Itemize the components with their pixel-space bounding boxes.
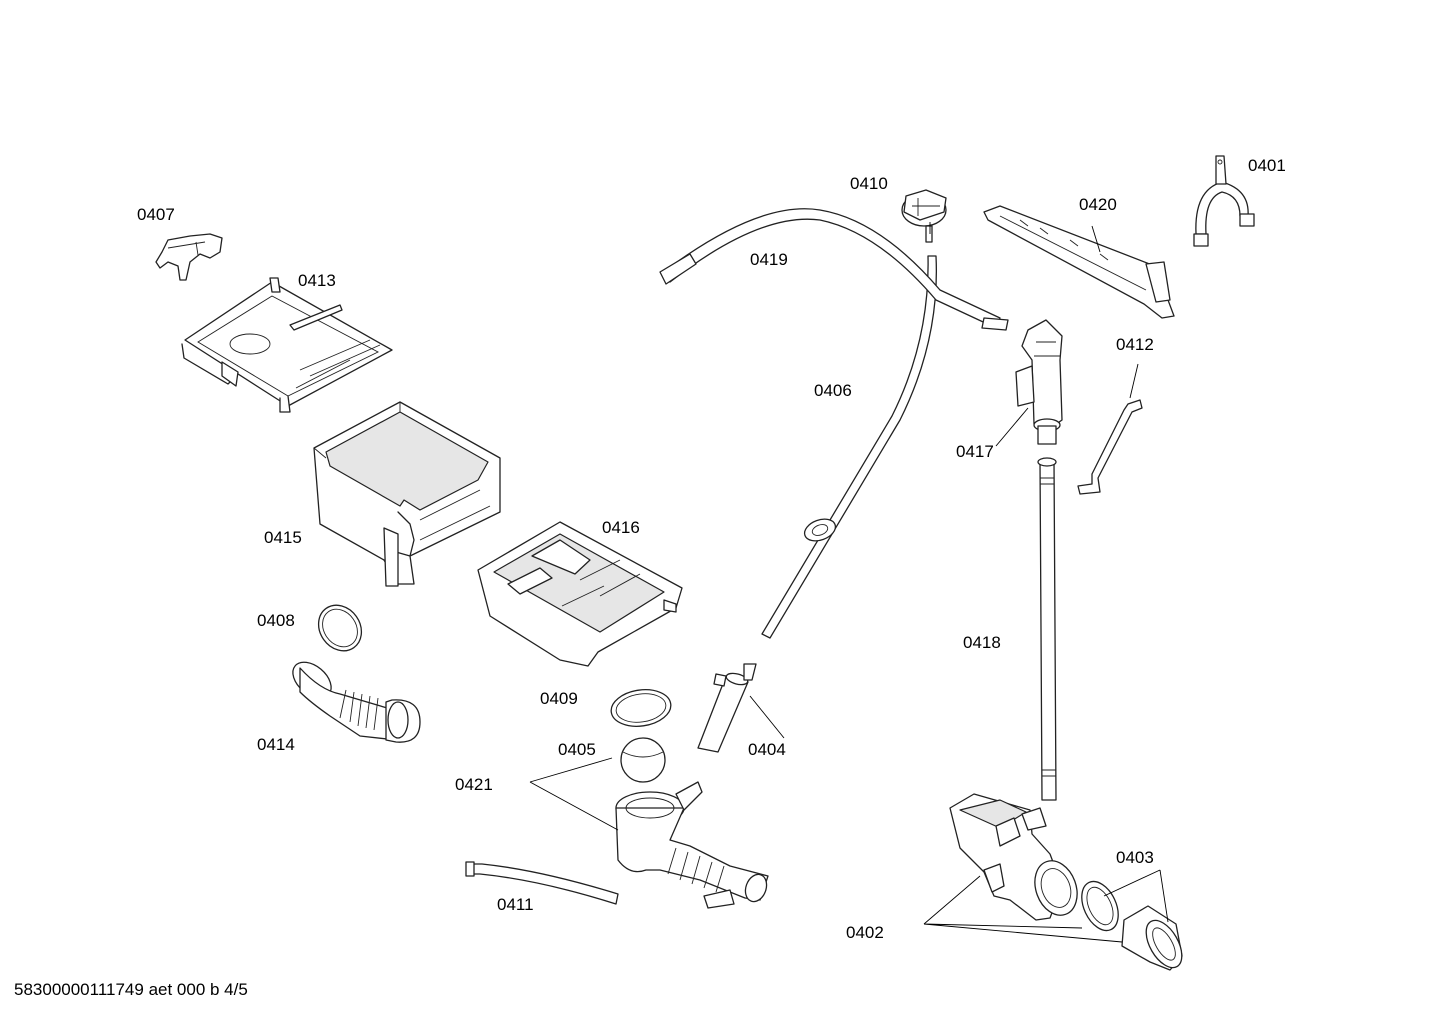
leader-0421: [529, 757, 619, 831]
leader-0417: [995, 407, 1029, 447]
part-0421-sump: [615, 781, 769, 909]
part-0406-tube: [761, 255, 937, 639]
part-0417-elbow: [1015, 319, 1063, 445]
part-0411-tube: [465, 861, 619, 905]
label-0410: 0410: [850, 174, 888, 193]
part-0410-pressure-switch: [901, 189, 947, 243]
label-0404: 0404: [748, 740, 786, 759]
part-0419-hose: [659, 208, 1009, 331]
label-0405: 0405: [558, 740, 596, 759]
part-0414-bellows-hose: [292, 661, 421, 743]
part-0412-rod: [1077, 399, 1143, 495]
part-0405-ball: [620, 737, 666, 783]
label-0420: 0420: [1079, 195, 1117, 214]
label-0409: 0409: [540, 689, 578, 708]
part-0409-seal-ring: [610, 689, 672, 727]
label-0417: 0417: [956, 442, 994, 461]
label-0401: 0401: [1248, 156, 1286, 175]
label-0403: 0403: [1116, 848, 1154, 867]
leader-0420: [1091, 225, 1101, 253]
part-0420-bracket: [983, 205, 1175, 319]
label-0407: 0407: [137, 205, 175, 224]
part-0402-pump: [949, 793, 1078, 921]
part-0403-filter-seal: [1081, 880, 1183, 971]
part-0418-vertical-hose: [1037, 457, 1057, 801]
leader-0403: [1103, 869, 1169, 923]
leader-0412: [1129, 363, 1139, 399]
part-0416-drawer: [477, 521, 683, 667]
part-0404-filter: [697, 663, 757, 753]
part-0408-seal-ring: [317, 604, 363, 652]
label-0419: 0419: [750, 250, 788, 269]
document-id: 58300000111749 aet 000 b 4/5: [14, 980, 248, 999]
part-0407-clip: [155, 233, 223, 281]
leader-0402: [923, 875, 1123, 943]
label-0406: 0406: [814, 381, 852, 400]
part-0413-cover-frame: [181, 277, 393, 413]
label-0418: 0418: [963, 633, 1001, 652]
part-0401-u-hose: [1193, 155, 1255, 247]
label-0414: 0414: [257, 735, 295, 754]
label-0408: 0408: [257, 611, 295, 630]
part-labels: 0401 0410 0420 0407 0419 0413 0412 0406 …: [137, 156, 1286, 942]
label-0415: 0415: [264, 528, 302, 547]
label-0413: 0413: [298, 271, 336, 290]
label-0411: 0411: [497, 895, 534, 914]
label-0416: 0416: [602, 518, 640, 537]
leader-lines: [529, 222, 1169, 943]
part-0415-drawer-housing: [313, 401, 501, 587]
label-0412: 0412: [1116, 335, 1154, 354]
label-0421: 0421: [455, 775, 493, 794]
leader-0404: [749, 695, 785, 739]
label-0402: 0402: [846, 923, 884, 942]
